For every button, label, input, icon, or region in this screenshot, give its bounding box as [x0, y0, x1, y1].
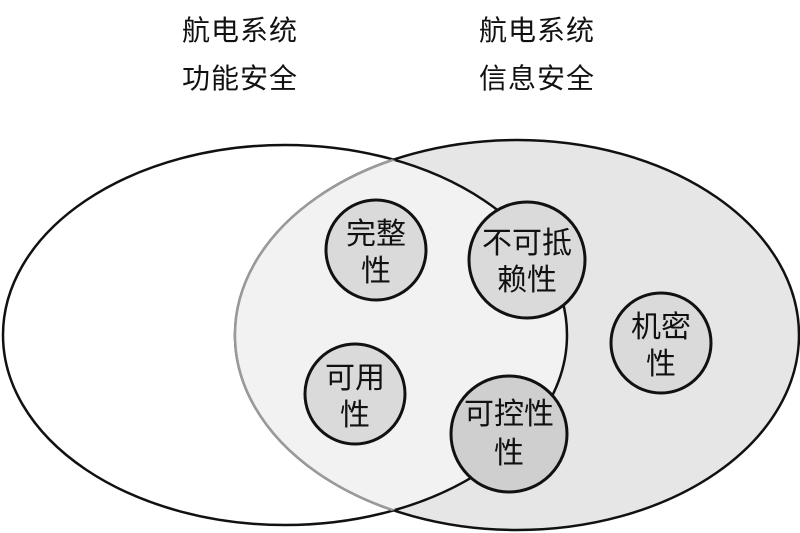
controllability-label-line1: 可控性	[464, 397, 554, 432]
integrity-label-line2: 性	[361, 254, 391, 289]
confidentiality-label-line2: 性	[646, 347, 676, 382]
non-repudiation-bubble: 不可抵 赖性	[467, 200, 587, 320]
integrity-label-line1: 完整	[346, 217, 406, 252]
controllability-label-line2: 性	[494, 436, 524, 471]
non-repudiation-label-line2: 赖性	[497, 263, 557, 298]
functional-safety-heading-line2: 功能安全	[182, 62, 298, 95]
non-repudiation-label-line1: 不可抵	[482, 226, 572, 261]
information-security-heading-line2: 信息安全	[479, 62, 595, 95]
controllability-bubble: 可控性 性	[449, 374, 569, 494]
confidentiality-label-line1: 机密	[631, 310, 691, 345]
confidentiality-bubble: 机密 性	[609, 291, 713, 395]
information-security-set-inner-edge	[233, 145, 567, 525]
integrity-bubble: 完整 性	[324, 198, 428, 302]
availability-label-line2: 性	[340, 398, 370, 433]
information-security-heading: 航电系统 信息安全	[479, 14, 595, 95]
functional-safety-heading: 航电系统 功能安全	[182, 14, 298, 95]
availability-bubble: 可用 性	[303, 342, 407, 446]
information-security-heading-line1: 航电系统	[479, 14, 595, 47]
availability-label-line1: 可用	[325, 361, 385, 396]
functional-safety-heading-line1: 航电系统	[182, 14, 298, 47]
functional-safety-set	[1, 143, 569, 527]
